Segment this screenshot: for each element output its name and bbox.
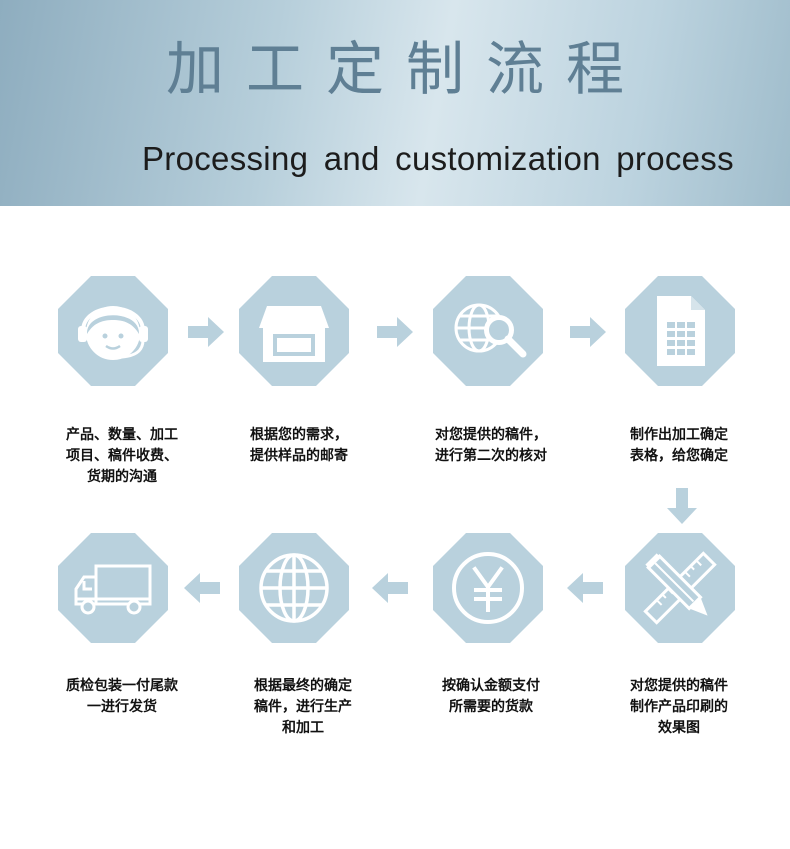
step-4-text: 制作出加工确定 表格，给您确定 (630, 427, 728, 464)
step-6-text: 按确认金额支付 所需要的货款 (442, 678, 540, 715)
arrow-left-icon (370, 568, 410, 608)
arrow-left-icon (565, 568, 605, 608)
spreadsheet-icon (625, 276, 735, 386)
globe-icon (239, 533, 349, 643)
step-7-text: 根据最终的确定 稿件，进行生产 和加工 (254, 678, 352, 736)
header-banner: 加工定制流程 Processing and customization proc… (0, 0, 790, 206)
page-subtitle: Processing and customization process (142, 140, 734, 177)
yen-icon (433, 533, 543, 643)
arrow-down-icon (662, 486, 702, 526)
step-5-text: 对您提供的稿件 制作产品印刷的 效果图 (630, 678, 728, 736)
customer-service-icon (58, 276, 168, 386)
step-3-text: 对您提供的稿件， 进行第二次的核对 (435, 427, 547, 464)
arrow-right-icon (375, 312, 415, 352)
step-1-text: 产品、数量、加工 项目、稿件收费、 货期的沟通 (66, 427, 178, 485)
truck-icon (58, 533, 168, 643)
step-8-text: 质检包装一付尾款 一进行发货 (66, 678, 178, 715)
arrow-right-icon (186, 312, 226, 352)
globe-search-icon (433, 276, 543, 386)
arrow-right-icon (568, 312, 608, 352)
box-icon (239, 276, 349, 386)
arrow-left-icon (182, 568, 222, 608)
page-title: 加工定制流程 (165, 35, 646, 103)
step-2-text: 根据您的需求， 提供样品的邮寄 (250, 427, 348, 464)
ruler-pencil-icon (625, 533, 735, 643)
